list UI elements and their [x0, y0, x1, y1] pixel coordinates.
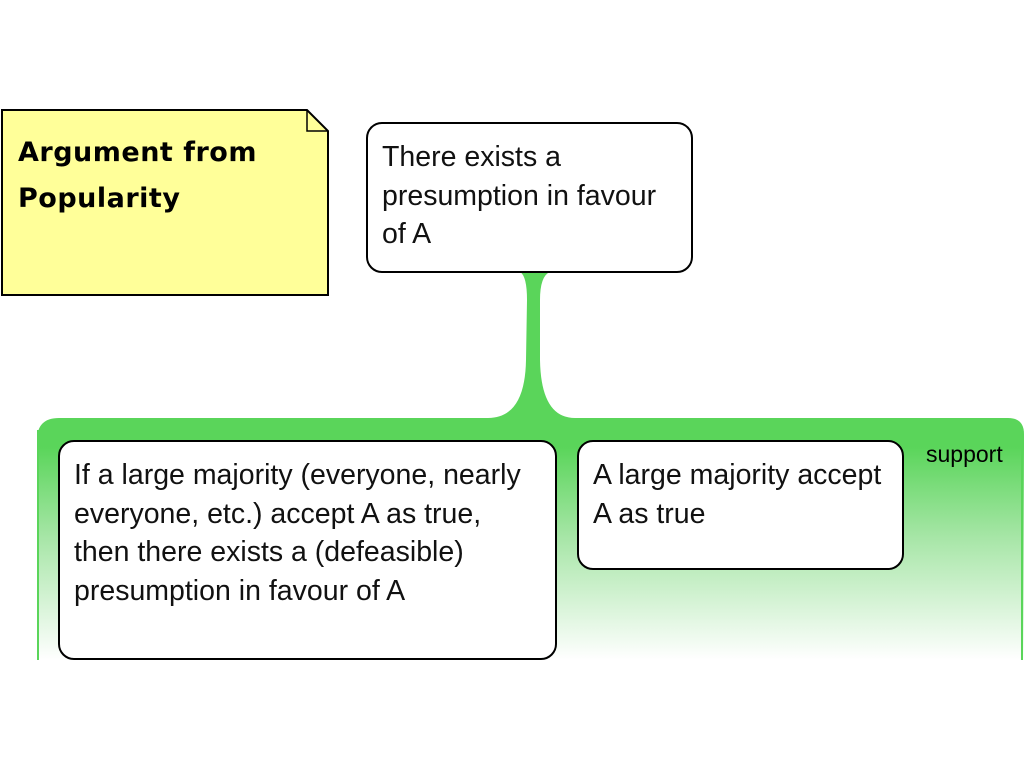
premise-text: If a large majority (everyone, nearly ev…	[74, 459, 521, 607]
note-title: Argument from Popularity	[18, 137, 257, 214]
support-stem	[488, 272, 575, 418]
support-label: support	[926, 441, 1003, 467]
premise-node-minor[interactable]: A large majority accept A as true	[577, 440, 904, 570]
conclusion-node[interactable]: There exists a presumption in favour of …	[366, 122, 693, 273]
premise-node-major[interactable]: If a large majority (everyone, nearly ev…	[58, 440, 557, 660]
conclusion-text: There exists a presumption in favour of …	[382, 141, 657, 250]
note-shape	[1, 109, 329, 296]
premise-text: A large majority accept A as true	[593, 459, 882, 530]
